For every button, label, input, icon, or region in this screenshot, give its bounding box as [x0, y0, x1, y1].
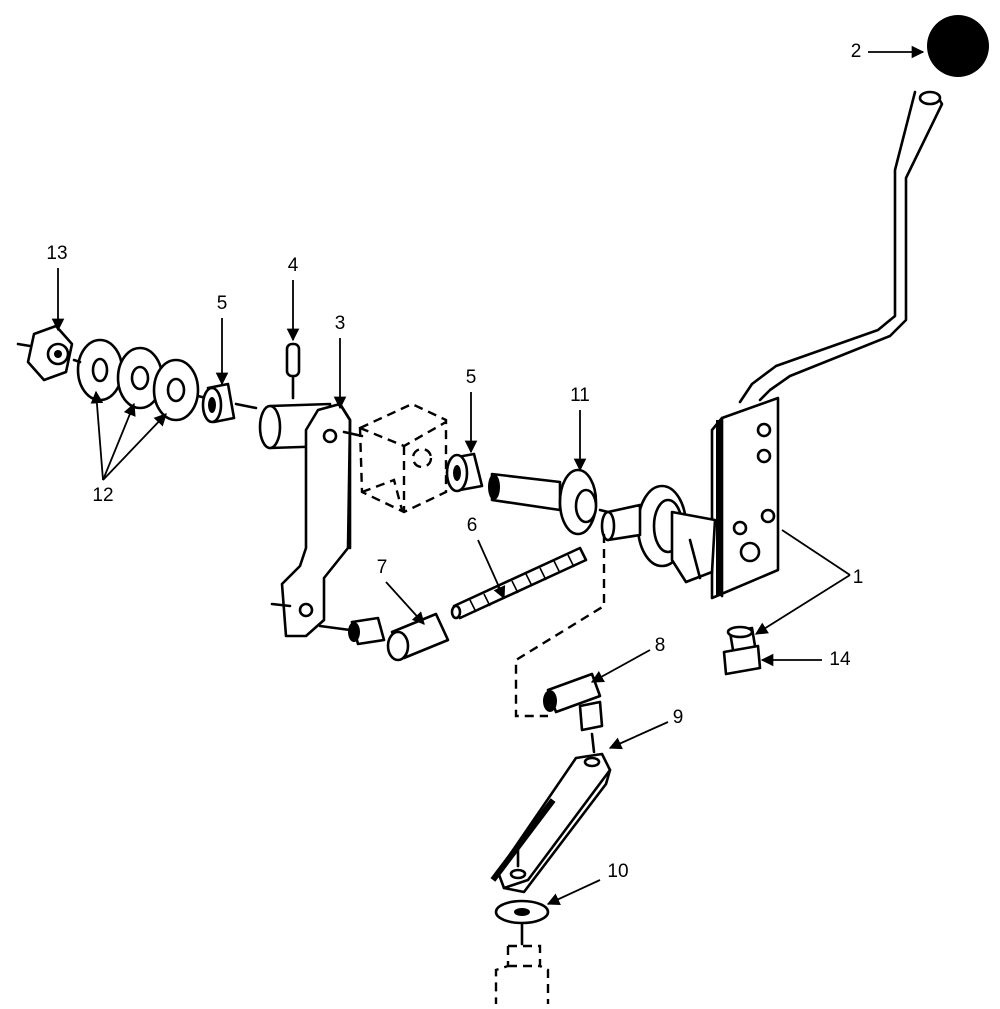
shift-arm-part: [258, 402, 364, 638]
lower-fitting-dashed: [494, 944, 550, 1004]
leader-lines: [51, 45, 925, 905]
shift-lever-part: [600, 90, 944, 600]
callout-12: 12: [92, 485, 113, 506]
callout-10: 10: [607, 861, 628, 882]
pivot-shaft-part: [488, 468, 610, 536]
callout-14: 14: [829, 649, 851, 670]
callout-1: 1: [853, 567, 864, 588]
swivel-part: [543, 672, 604, 754]
link-part: [490, 752, 612, 894]
callout-6: 6: [467, 515, 478, 536]
callout-labels: 2 13 4 3 5 5 11 12 6 7 8 9 10 1 14: [46, 41, 863, 882]
callout-7: 7: [377, 557, 388, 578]
washers-part: [72, 338, 208, 422]
knob-part: [927, 15, 989, 77]
roll-pin-part: [285, 342, 301, 400]
callout-11: 11: [570, 385, 590, 406]
housing-dashed-outline: [358, 402, 448, 514]
callout-2: 2: [851, 41, 862, 62]
callout-9: 9: [673, 707, 684, 728]
callout-5-right: 5: [466, 367, 477, 388]
threaded-rod-part: [450, 546, 588, 620]
dashed-connection-line: [514, 534, 606, 718]
callout-5-left: 5: [217, 293, 228, 314]
callout-8: 8: [655, 635, 666, 656]
lower-washer-part: [494, 899, 550, 946]
bushing-left-part: [201, 382, 258, 424]
callout-4: 4: [288, 255, 299, 276]
bolt-part: [722, 625, 762, 676]
nut-part: [16, 324, 74, 382]
callout-13: 13: [46, 243, 67, 264]
rod-end-part: [318, 612, 450, 662]
bushing-right-part: [445, 452, 484, 493]
callout-3: 3: [335, 313, 346, 334]
